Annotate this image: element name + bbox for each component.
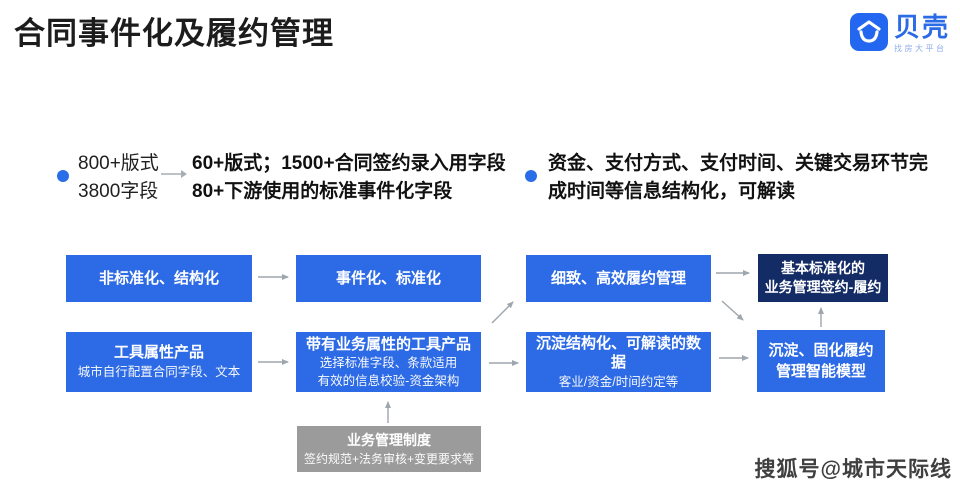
flow-box-subtitle: 客业/资金/时间约定等 <box>558 374 679 389</box>
flow-box-subtitle: 城市自行配置合同字段、文本 <box>77 365 241 379</box>
bullet-left-stats: 800+版式 3800字段 <box>78 150 159 206</box>
flow-box-title: 事件化、标准化 <box>335 270 441 287</box>
flow-box-title: 工具属性产品 <box>113 344 204 361</box>
result-line: 60+版式；1500+合同签约录入用字段 <box>192 153 506 174</box>
bullet-dot <box>57 170 69 182</box>
logo-tagline: 找房大平台 <box>893 44 947 53</box>
logo-text: 贝壳 找房大平台 <box>894 12 950 54</box>
stat-line: 800+版式 <box>78 153 159 174</box>
bullet-dot <box>525 170 537 182</box>
bullet-left-results: 60+版式；1500+合同签约录入用字段 80+下游使用的标准事件化字段 <box>192 150 506 206</box>
logo-brand: 贝壳 <box>893 12 950 42</box>
arrow-right-icon <box>161 170 187 178</box>
flow-box-title: 带有业务属性的工具产品 <box>305 335 471 353</box>
flow-box-title: 非标准化、结构化 <box>98 270 219 287</box>
result-line: 80+下游使用的标准事件化字段 <box>192 181 453 202</box>
flow-box-business-rules: 业务管理制度 签约规范+法务审核+变更要求等 <box>297 426 481 472</box>
stat-line: 3800字段 <box>78 181 159 202</box>
beike-logo: 贝壳 找房大平台 <box>849 12 950 54</box>
flow-box-line: 基本标准化的 <box>781 260 865 276</box>
flow-box-standardized-signing: 基本标准化的 业务管理签约-履约 <box>758 254 888 302</box>
beike-house-icon <box>849 13 888 51</box>
flow-box-title: 业务管理制度 <box>347 431 431 448</box>
flow-box-line: 业务管理签约-履约 <box>764 279 882 295</box>
bullet-line: 成时间等信息结构化，可解读 <box>548 181 796 202</box>
flow-box-subtitle: 签约规范+法务审核+变更要求等 <box>303 451 475 466</box>
flow-box-tool-product: 工具属性产品 城市自行配置合同字段、文本 <box>66 332 252 392</box>
flow-box-smart-model: 沉淀、固化履约 管理智能模型 <box>757 330 885 392</box>
flow-box-performance-mgmt: 细致、高效履约管理 <box>526 255 711 302</box>
flow-box-eventized: 事件化、标准化 <box>296 255 481 302</box>
flow-box-business-tool: 带有业务属性的工具产品 选择标准字段、条款适用 有效的信息校验-资金架构 <box>296 332 481 392</box>
bullet-line: 资金、支付方式、支付时间、关键交易环节完 <box>548 153 929 174</box>
flow-box-subtitle: 有效的信息校验-资金架构 <box>317 373 460 388</box>
flow-box-structured-data: 沉淀结构化、可解读的数据 客业/资金/时间约定等 <box>526 332 711 392</box>
flow-box-title: 沉淀结构化、可解读的数据 <box>535 334 701 371</box>
bullet-right-text: 资金、支付方式、支付时间、关键交易环节完 成时间等信息结构化，可解读 <box>548 150 928 206</box>
flow-box-line: 沉淀、固化履约 <box>768 342 874 359</box>
flow-box-line: 管理智能模型 <box>775 363 866 380</box>
page-title: 合同事件化及履约管理 <box>14 16 334 51</box>
watermark: 搜狐号@城市天际线 <box>754 458 952 481</box>
flow-box-title: 细致、高效履约管理 <box>550 270 686 287</box>
flow-box-subtitle: 选择标准字段、条款适用 <box>319 355 458 370</box>
flow-box-nonstandard: 非标准化、结构化 <box>66 255 252 302</box>
